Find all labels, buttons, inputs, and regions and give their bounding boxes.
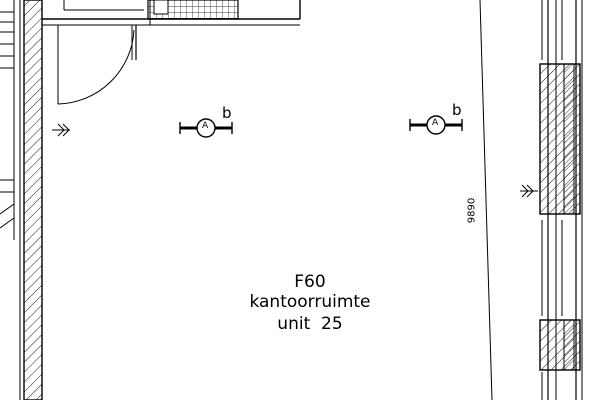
room-function: kantoorruimte [249,292,371,312]
section-marker-1-letter: A [202,121,209,131]
section-marker-2-letter: A [432,118,439,128]
dimension-label: 9890 [466,197,478,224]
dimension-line [479,0,493,400]
section-marker-1 [179,118,233,138]
section-marker-2 [409,115,463,135]
section-marker-2-suffix: b [452,101,462,119]
door-swing [57,25,137,105]
top-fixture [42,0,301,26]
right-facade [539,0,583,400]
stair-lines [0,0,21,400]
radiator-symbol-left [52,123,70,137]
section-marker-1-suffix: b [222,104,232,122]
left-wall [23,0,43,400]
room-unit: unit 25 [277,314,343,334]
room-code: F60 [294,272,326,292]
radiator-symbol-right [520,184,538,198]
